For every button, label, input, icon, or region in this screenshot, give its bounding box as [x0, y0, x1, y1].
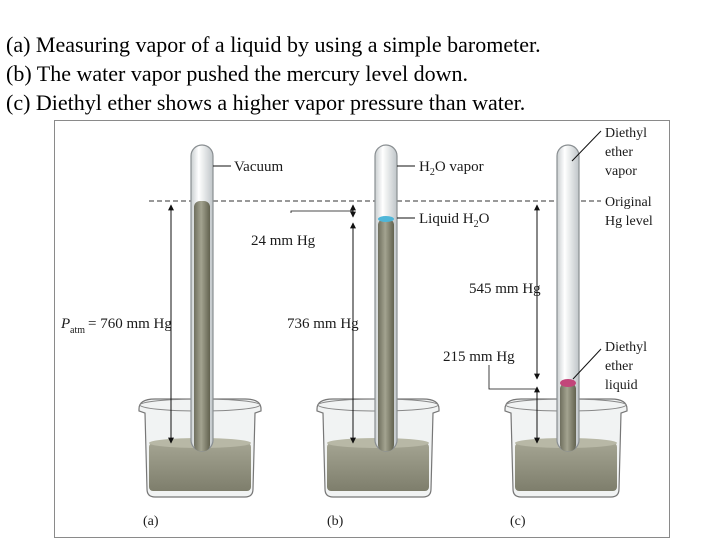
label-vacuum: Vacuum	[234, 159, 283, 175]
beaker-mercury-c	[515, 443, 617, 491]
label-ether-liquid-2: ether	[605, 359, 633, 374]
caption-line-c: (c) Diethyl ether shows a higher vapor p…	[6, 90, 526, 115]
water-layer	[378, 216, 394, 222]
label-24: 24 mm Hg	[251, 233, 316, 249]
label-h2o-vapor: H2O vapor	[419, 159, 484, 178]
panel-label-a: (a)	[143, 514, 159, 529]
beaker-mercury-a	[149, 443, 251, 491]
panel-b: H2O vapor Liquid H2O 24 mm Hg 736 mm Hg …	[251, 144, 490, 529]
caption-line-a: (a) Measuring vapor of a liquid by using…	[6, 32, 541, 57]
label-ether-liquid-1: Diethyl	[605, 340, 647, 355]
barometer-diagram: Vacuum P atm = 760 mm Hg (a) H2O vapor L…	[60, 126, 653, 529]
label-original-2: Hg level	[605, 214, 653, 229]
panel-label-b: (b)	[327, 514, 344, 529]
beaker-mercury-b	[327, 443, 429, 491]
barometer-figure: Vacuum P atm = 760 mm Hg (a) H2O vapor L…	[54, 120, 670, 538]
label-ether-vapor-2: ether	[605, 145, 633, 160]
label-760: = 760 mm Hg	[88, 316, 172, 332]
label-liquid-h2o: Liquid H2O	[419, 211, 490, 230]
panel-c: Diethyl ether vapor Original Hg level 54…	[443, 126, 653, 529]
tube-mercury-a	[194, 201, 210, 451]
label-545: 545 mm Hg	[469, 281, 541, 297]
caption: (a) Measuring vapor of a liquid by using…	[6, 30, 706, 117]
label-p-atm-symbol: P	[60, 316, 70, 332]
caption-line-b: (b) The water vapor pushed the mercury l…	[6, 61, 469, 86]
panel-a: Vacuum P atm = 760 mm Hg (a)	[60, 144, 283, 529]
label-736: 736 mm Hg	[287, 316, 359, 332]
panel-label-c: (c)	[510, 514, 526, 529]
label-p-atm-sub: atm	[70, 325, 85, 336]
tube-mercury-c	[560, 383, 576, 451]
label-ether-liquid-3: liquid	[605, 378, 638, 393]
label-ether-vapor-1: Diethyl	[605, 126, 647, 141]
label-original-1: Original	[605, 195, 652, 210]
ether-layer	[560, 379, 576, 387]
tube-mercury-b	[378, 219, 394, 451]
label-ether-vapor-3: vapor	[605, 164, 637, 179]
label-215: 215 mm Hg	[443, 349, 515, 365]
